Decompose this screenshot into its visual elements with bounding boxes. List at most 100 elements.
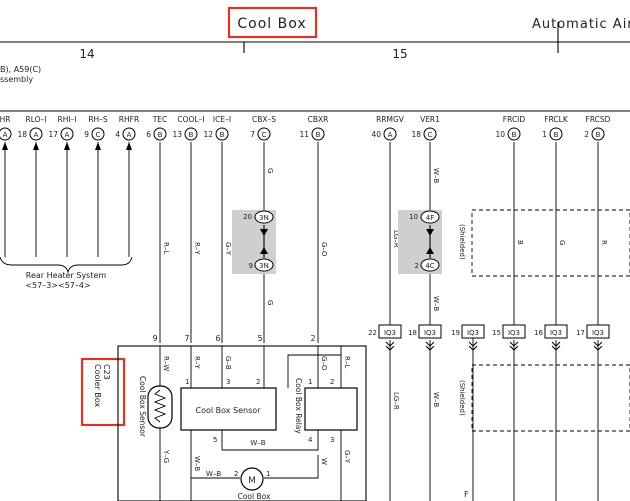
svg-text:LG–R: LG–R (392, 392, 400, 410)
pin-connector-circle (549, 127, 563, 141)
iq3-pin-number: 16 (534, 329, 543, 337)
iq3-pin-number: 15 (492, 329, 501, 337)
svg-text:G: G (558, 240, 566, 245)
rear-heater-wires: Rear Heater System <57–3><57–4> (0, 142, 133, 290)
cool-box-sensor (180, 387, 277, 431)
svg-text:W–B: W–B (432, 392, 440, 407)
svg-text:W–B: W–B (432, 296, 440, 311)
pin-connector-letter: B (512, 131, 517, 139)
pin-name: FRCSD (586, 115, 611, 124)
pin-connector-letter: B (316, 131, 321, 139)
column-number-14: 14 (79, 47, 94, 61)
pin-name: TEC (152, 115, 168, 124)
pin-connector-circle (122, 127, 136, 141)
shielded-label: (Shielded) (458, 380, 466, 416)
pin-name: HR (0, 115, 10, 124)
pin-connector-circle (60, 127, 74, 141)
junction-pin: 2 (415, 262, 419, 270)
iq3-chevron-icon (551, 341, 561, 347)
pin-connector-circle (383, 127, 397, 141)
pin-number: 10 (495, 130, 505, 139)
svg-text:R–W: R–W (162, 356, 170, 371)
pin-number: 2 (584, 130, 589, 139)
pin-name: CBXR (308, 115, 329, 124)
pin-name: FRCID (503, 115, 526, 124)
box-pin: 5 (257, 334, 262, 343)
svg-text:W–B: W–B (432, 168, 440, 183)
pin-name: COOL–I (177, 115, 204, 124)
pin-number: 12 (203, 130, 213, 139)
svg-text:R–Y: R–Y (193, 356, 201, 369)
iq3-chevron-icon (551, 345, 561, 351)
pin-connector-letter: B (554, 131, 559, 139)
svg-text:1: 1 (308, 378, 312, 386)
iq3-chevron-icon (468, 341, 478, 347)
cool-box-relay (304, 387, 358, 431)
svg-text:R–L: R–L (343, 356, 351, 368)
ecu-reference: B), A59(C) (0, 65, 41, 74)
svg-text:2: 2 (234, 470, 238, 478)
cool-box-sensor-label: Cool Box Sensor (196, 406, 262, 415)
motor-label: Cool Box (238, 492, 271, 501)
svg-text:W–B: W–B (206, 470, 221, 478)
svg-text:3: 3 (226, 378, 230, 386)
pin-connector-letter: C (428, 131, 433, 139)
pin-connector-letter: A (65, 131, 70, 139)
pin-connector-circle (311, 127, 325, 141)
pin-connector-letter: B (596, 131, 601, 139)
pin-name: FRCLK (544, 115, 569, 124)
pin-name: VER1 (420, 115, 440, 124)
pin-number: 1 (542, 130, 547, 139)
iq3-pin-number: 22 (368, 329, 377, 337)
pin-name: RH–S (88, 115, 108, 124)
junction-code: 3N (259, 214, 269, 222)
pin-connector-circle (257, 127, 271, 141)
pin-connector-circle (91, 127, 105, 141)
pin-number: 13 (172, 130, 182, 139)
box-pin: 2 (310, 334, 315, 343)
svg-text:G–Y: G–Y (224, 242, 232, 256)
pin-connector-letter: B (158, 131, 163, 139)
cool-box-motor (240, 467, 264, 491)
shielded-sections: (Shielded) (Shielded) F (458, 209, 630, 501)
ecu-name: ssembly (0, 75, 33, 84)
svg-text:1: 1 (266, 470, 270, 478)
junction-pin: 9 (249, 262, 253, 270)
iq3-chevron-icon (509, 341, 519, 347)
junction-pin: 20 (243, 213, 252, 221)
next-section-title: Automatic Air (532, 17, 630, 32)
cooler-box-outline (117, 345, 367, 501)
svg-text:G: G (266, 300, 274, 305)
svg-text:B: B (516, 240, 524, 245)
header: Cool Box Automatic Air 14 15 B), A59(C) … (0, 6, 630, 112)
svg-text:R–L: R–L (162, 242, 170, 254)
pin-connector-letter: A (34, 131, 39, 139)
svg-text:W: W (320, 458, 328, 465)
box-pin: 7 (184, 334, 189, 343)
svg-text:G–O: G–O (320, 242, 328, 257)
pin-number: 40 (371, 130, 381, 139)
svg-text:2: 2 (256, 378, 260, 386)
svg-text:G–O: G–O (320, 356, 328, 371)
iq3-code: IQ3 (424, 329, 436, 337)
cooler-box: C23 Cooler Box 9 7 6 5 2 Cool Box Sensor… (80, 334, 367, 501)
svg-text:W–B: W–B (250, 439, 265, 447)
iq3-chevron-icon (468, 345, 478, 351)
pin-connector-letter: A (3, 131, 8, 139)
pin-name: CBX–S (252, 115, 276, 124)
pin-number: 6 (146, 130, 151, 139)
iq3-pin-number: 19 (451, 329, 460, 337)
